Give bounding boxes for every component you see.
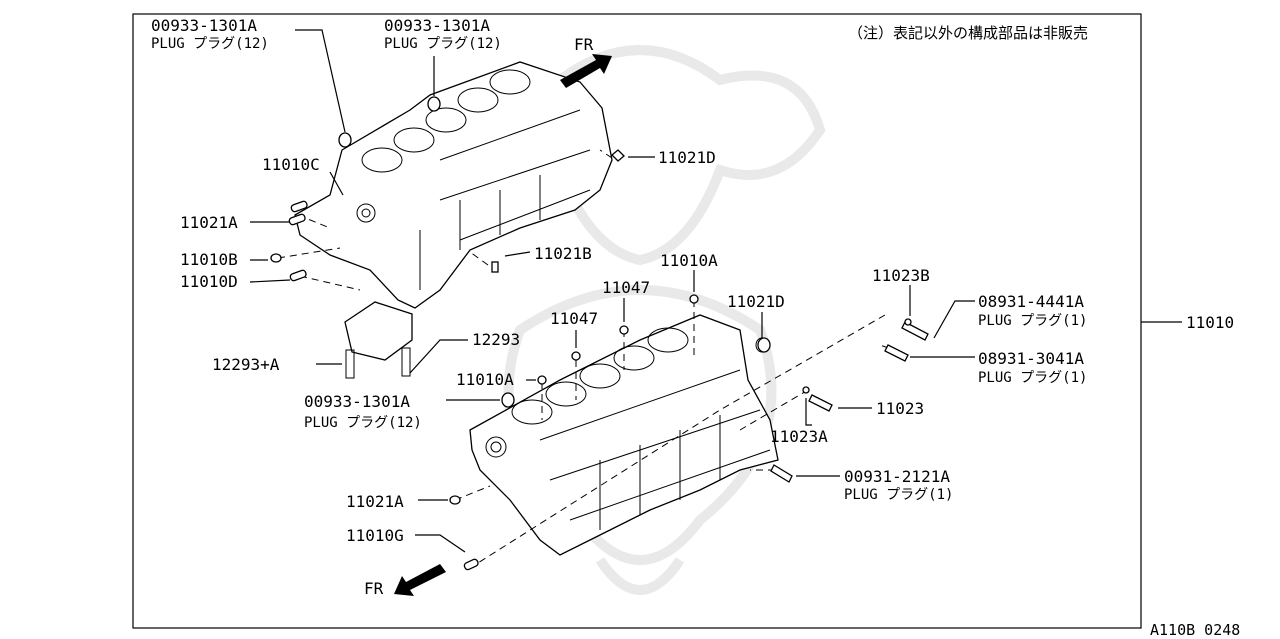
callout-labels: 00933-1301A PLUG プラグ(12) 00933-1301A PLU…	[151, 16, 1234, 545]
upper-cylinder-block	[294, 61, 613, 309]
callout-12293A: 12293+A	[212, 355, 280, 374]
callout-plug-12-low-desc: PLUG プラグ(12)	[304, 415, 422, 431]
callout-11021A-top: 11021A	[180, 213, 238, 232]
callout-plug-3041-part: 08931-3041A	[978, 349, 1084, 368]
callout-12293: 12293	[472, 330, 520, 349]
callout-11023: 11023	[876, 399, 924, 418]
callout-11010A-top: 11010A	[660, 251, 718, 270]
fr-label-top: FR	[574, 35, 594, 54]
callout-plug-12-mid-desc: PLUG プラグ(12)	[384, 36, 502, 52]
lower-cylinder-block	[469, 314, 779, 556]
callout-plug-12-left-part: 00933-1301A	[151, 16, 257, 35]
callout-plug-4441-desc: PLUG プラグ(1)	[978, 313, 1087, 329]
diagram-frame	[132, 13, 1142, 629]
callout-plug-4441-part: 08931-4441A	[978, 292, 1084, 311]
bracket-12293	[344, 301, 413, 379]
callout-11010C: 11010C	[262, 155, 320, 174]
small-parts	[270, 96, 929, 571]
fr-label-bottom: FR	[364, 579, 384, 598]
callout-11021A-low: 11021A	[346, 492, 404, 511]
leader-lines	[249, 29, 1182, 553]
callout-11010: 11010	[1186, 313, 1234, 332]
callout-plug-12-low-part: 00933-1301A	[304, 392, 410, 411]
callout-plug-3041-desc: PLUG プラグ(1)	[978, 370, 1087, 386]
callout-plug-2121-desc: PLUG プラグ(1)	[844, 487, 953, 503]
fr-arrow-top: FR	[560, 35, 612, 88]
callout-11021D-low: 11021D	[727, 292, 785, 311]
callout-11010G: 11010G	[346, 526, 404, 545]
callout-11010A-low: 11010A	[456, 370, 514, 389]
drawing-code: A110B 0248	[1150, 621, 1240, 639]
note-text: （注）表記以外の構成部品は非販売	[848, 24, 1088, 42]
callout-11023B: 11023B	[872, 266, 930, 285]
fr-arrow-bottom: FR	[364, 564, 446, 598]
callout-11023A: 11023A	[770, 427, 828, 446]
callout-11010D: 11010D	[180, 272, 238, 291]
callout-plug-12-mid-part: 00933-1301A	[384, 16, 490, 35]
callout-11021D-top: 11021D	[658, 148, 716, 167]
callout-11047-a: 11047	[602, 278, 650, 297]
callout-plug-12-left-desc: PLUG プラグ(12)	[151, 36, 269, 52]
callout-11047-b: 11047	[550, 309, 598, 328]
callout-plug-2121-part: 00931-2121A	[844, 467, 950, 486]
callout-11021B: 11021B	[534, 244, 592, 263]
callout-11010B: 11010B	[180, 250, 238, 269]
